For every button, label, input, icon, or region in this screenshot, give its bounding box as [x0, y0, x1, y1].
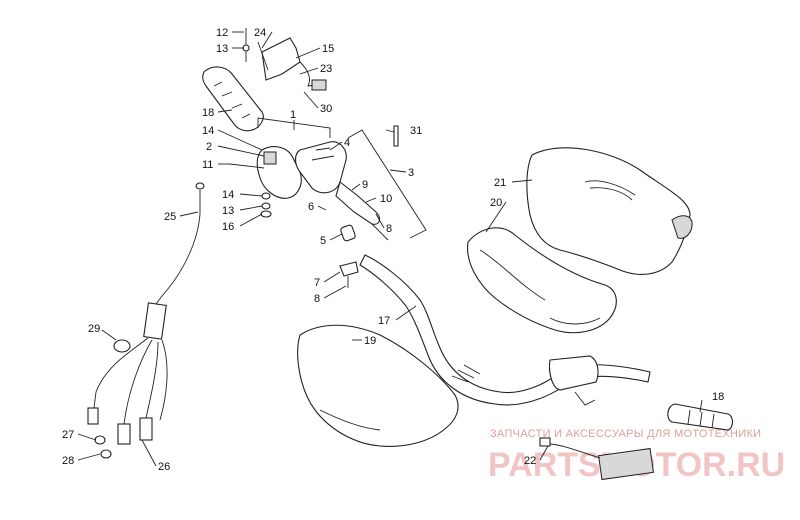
callout-25: 25: [164, 211, 176, 223]
callout-4: 4: [344, 137, 350, 149]
part-4-lever-assembly: [294, 141, 389, 241]
part-7-clip: [339, 261, 359, 288]
callout-6: 6: [308, 201, 314, 213]
callout-9: 9: [362, 179, 368, 191]
callout-31: 31: [410, 125, 422, 137]
callout-18-right: 18: [712, 391, 724, 403]
callout-10: 10: [380, 193, 392, 205]
callout-2: 2: [206, 141, 212, 153]
part-25-harness: [87, 182, 205, 459]
callout-30: 30: [320, 103, 332, 115]
callout-21: 21: [494, 177, 506, 189]
callout-8-left: 8: [314, 293, 320, 305]
callout-28: 28: [62, 455, 74, 467]
callout-5: 5: [320, 235, 326, 247]
callout-12: 12: [216, 27, 228, 39]
callout-7: 7: [314, 277, 320, 289]
callout-16: 16: [222, 221, 234, 233]
callout-29: 29: [88, 323, 100, 335]
callout-3: 3: [408, 167, 414, 179]
callout-22: 22: [524, 455, 536, 467]
callout-19: 19: [364, 335, 376, 347]
callout-1: 1: [290, 109, 296, 121]
callout-labels: 12 13 24 15 23 30 18 1 14 2 11 14 13 16 …: [62, 27, 724, 473]
callout-27: 27: [62, 429, 74, 441]
callout-11: 11: [202, 159, 213, 171]
part-throttle-housing: [548, 355, 599, 406]
callout-20: 20: [490, 197, 502, 209]
part-21-handlebar-cover: [526, 147, 693, 275]
watermark-caption: ЗАПЧАСТИ И АКСЕССУАРЫ ДЛЯ МОТОТЕХНИКИ: [490, 428, 761, 440]
part-18-grip-left: [202, 66, 264, 132]
part-19-pad-left: [297, 324, 459, 447]
leader-lines: [77, 31, 703, 467]
part-22-grip-heater: [539, 437, 654, 481]
callout-26: 26: [158, 461, 170, 473]
part-2-switch-housing: [229, 146, 302, 199]
callout-14-bottom: 14: [222, 189, 234, 201]
callout-23: 23: [320, 63, 332, 75]
callout-13-bottom: 13: [222, 205, 234, 217]
callout-24: 24: [254, 27, 266, 39]
part-12-bolt: [242, 28, 250, 62]
callout-8-right: 8: [386, 223, 392, 235]
part-5-plunger: [340, 224, 356, 242]
part-29-clamp: [113, 339, 131, 353]
part-hardware-small: [260, 192, 272, 218]
part-18-grip-right: [667, 403, 734, 431]
callout-17: 17: [378, 315, 390, 327]
callout-13-top: 13: [216, 43, 228, 55]
callout-18-left: 18: [202, 107, 214, 119]
part-20-pad-lower: [467, 227, 617, 334]
callout-14-top: 14: [202, 125, 214, 137]
callout-15: 15: [322, 43, 334, 55]
part-15-bracket: [257, 37, 327, 91]
part-31-pin: [393, 125, 399, 147]
